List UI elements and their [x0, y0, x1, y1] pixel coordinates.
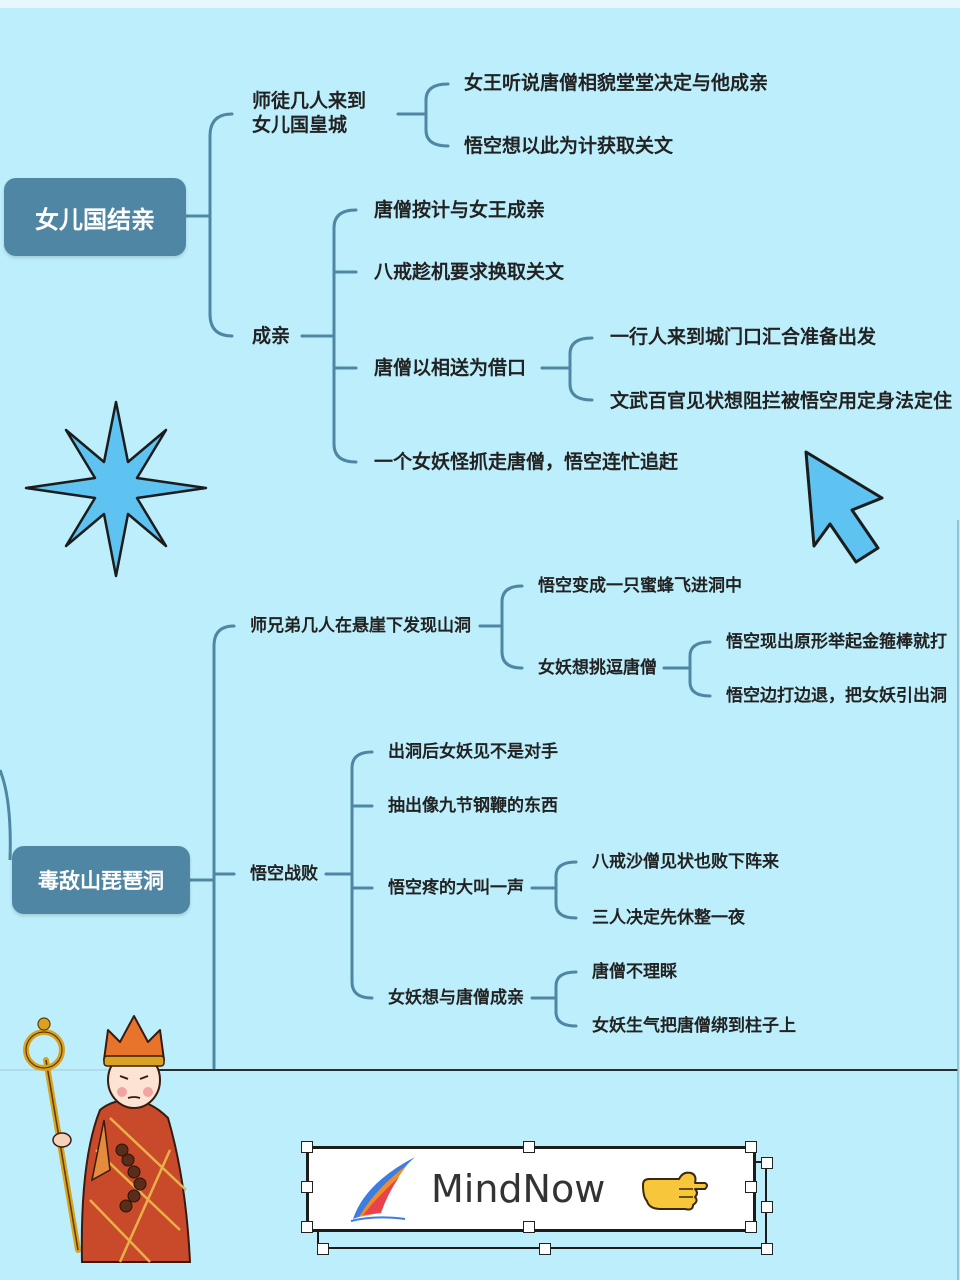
node-1b-child-1[interactable]: 唐僧按计与女王成亲	[374, 199, 546, 221]
node-1b-child-3-2[interactable]: 文武百官见状想阻拦被悟空用定身法定住	[610, 390, 953, 412]
selection-handle[interactable]	[523, 1141, 535, 1153]
node-2b-child-4-1[interactable]: 唐僧不理睬	[592, 962, 677, 982]
node-1a-child-1[interactable]: 女王听说唐僧相貌堂堂决定与他成亲	[464, 72, 769, 94]
selection-handle[interactable]	[539, 1243, 551, 1255]
root-node-2-label: 毒敌山琵琶洞	[38, 869, 164, 893]
node-1b-child-2[interactable]: 八戒趁机要求换取关文	[374, 261, 565, 283]
node-1a[interactable]: 师徒几人来到 女儿国皇城	[252, 90, 367, 136]
selection-handle[interactable]	[301, 1221, 313, 1233]
selection-handle[interactable]	[317, 1243, 329, 1255]
node-2b-child-3-2[interactable]: 三人决定先休整一夜	[592, 908, 745, 928]
node-1a-child-2[interactable]: 悟空想以此为计获取关文	[464, 135, 674, 157]
root-node-2[interactable]: 毒敌山琵琶洞	[12, 846, 190, 914]
selection-handle[interactable]	[761, 1243, 773, 1255]
node-2b-child-4-2[interactable]: 女妖生气把唐僧绑到柱子上	[592, 1016, 796, 1036]
selection-handle[interactable]	[761, 1157, 773, 1169]
root-node-1-label: 女儿国结亲	[35, 205, 155, 234]
brand-name: MindNow	[431, 1167, 606, 1211]
node-1b[interactable]: 成亲	[252, 325, 291, 347]
selection-handle[interactable]	[523, 1221, 535, 1233]
pointing-hand-icon	[642, 1171, 708, 1211]
brush-logo-icon	[350, 1157, 415, 1222]
node-2b-child-3-1[interactable]: 八戒沙僧见状也败下阵来	[592, 852, 779, 872]
selection-handle[interactable]	[745, 1141, 757, 1153]
selection-handle[interactable]	[301, 1141, 313, 1153]
node-2b[interactable]: 悟空战败	[250, 864, 318, 884]
selection-handle[interactable]	[761, 1201, 773, 1213]
node-2b-child-4[interactable]: 女妖想与唐僧成亲	[388, 988, 524, 1008]
node-2a-child-2-2[interactable]: 悟空边打边退，把女妖引出洞	[726, 686, 947, 706]
node-1b-child-4[interactable]: 一个女妖怪抓走唐僧，悟空连忙追赶	[374, 451, 679, 473]
node-1b-child-3-1[interactable]: 一行人来到城门口汇合准备出发	[610, 326, 877, 348]
node-2b-child-1[interactable]: 出洞后女妖见不是对手	[388, 742, 558, 762]
brand-logo-box[interactable]: MindNow	[306, 1146, 756, 1232]
node-2b-child-3[interactable]: 悟空疼的大叫一声	[388, 878, 524, 898]
cursor-arrow-icon	[804, 450, 884, 564]
root-node-1[interactable]: 女儿国结亲	[4, 178, 186, 256]
node-1b-child-3[interactable]: 唐僧以相送为借口	[374, 357, 527, 379]
selection-handle[interactable]	[301, 1181, 313, 1193]
node-2a-child-2[interactable]: 女妖想挑逗唐僧	[538, 658, 657, 678]
node-2a-child-2-1[interactable]: 悟空现出原形举起金箍棒就打	[726, 632, 947, 652]
star-icon	[24, 400, 208, 578]
tang-monk-illustration	[23, 1015, 192, 1263]
node-2b-child-2[interactable]: 抽出像九节钢鞭的东西	[388, 796, 558, 816]
selection-handle[interactable]	[745, 1221, 757, 1233]
node-2a[interactable]: 师兄弟几人在悬崖下发现山洞	[250, 616, 471, 636]
selection-handle[interactable]	[745, 1181, 757, 1193]
node-2a-child-1[interactable]: 悟空变成一只蜜蜂飞进洞中	[538, 576, 742, 596]
